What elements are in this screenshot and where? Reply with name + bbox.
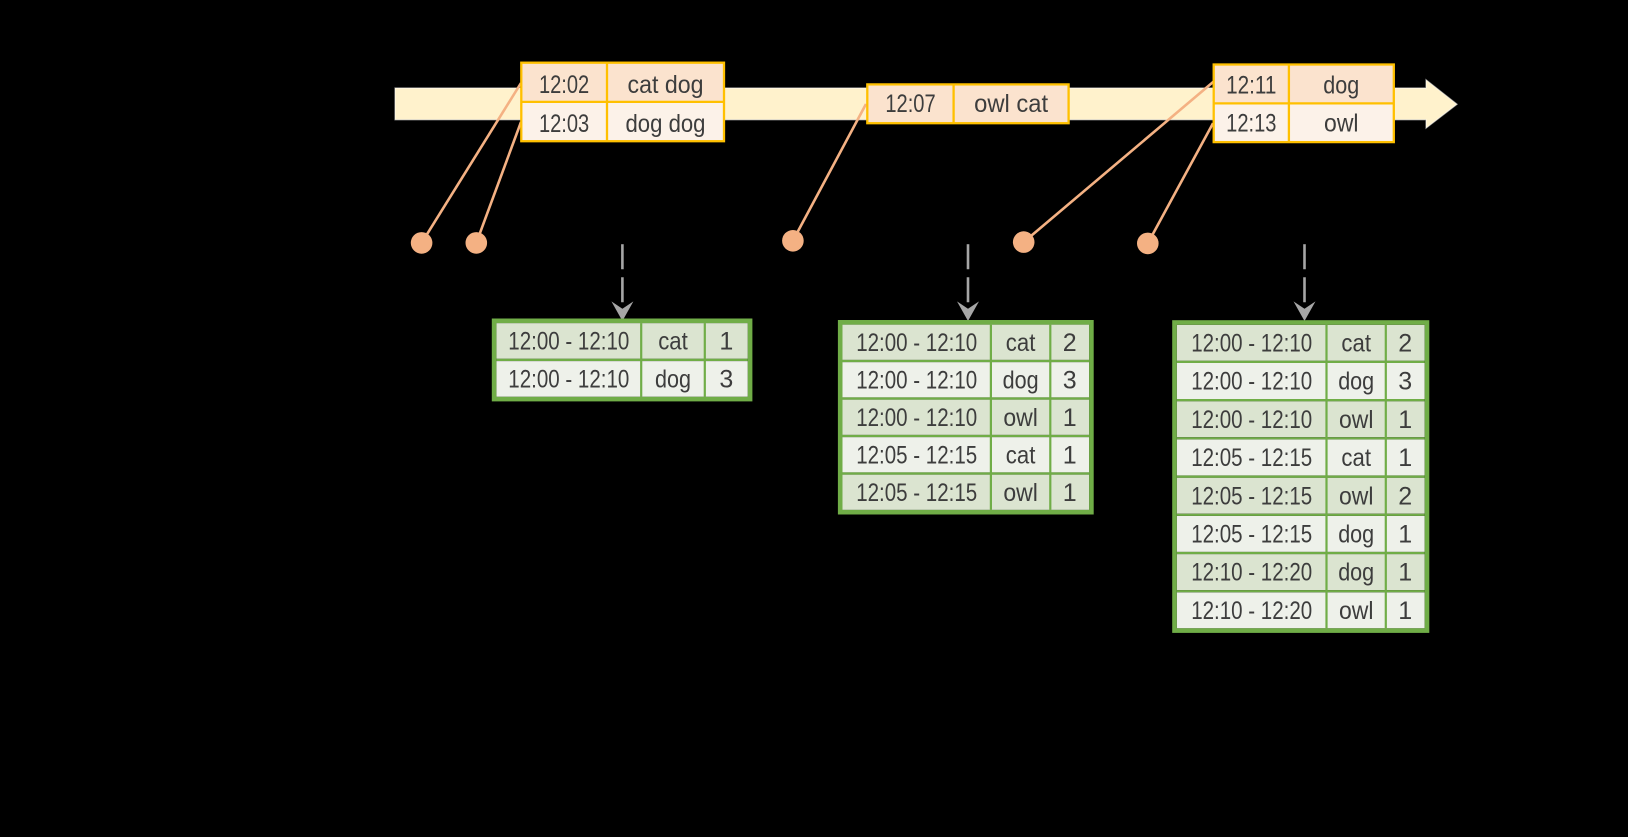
svg-text:12:00 - 12:10: 12:00 - 12:10 [508,366,629,394]
svg-text:2: 2 [1398,482,1412,510]
svg-text:dog: dog [1338,559,1374,587]
svg-text:12:05 - 12:15: 12:05 - 12:15 [1191,482,1312,510]
svg-text:12:11: 12:11 [1226,72,1276,100]
svg-text:12:03: 12:03 [539,110,589,138]
svg-text:1: 1 [1398,444,1412,472]
svg-text:1: 1 [1063,441,1077,469]
svg-text:12:00 - 12:10: 12:00 - 12:10 [1191,368,1312,396]
svg-text:12:10 - 12:20: 12:10 - 12:20 [1191,597,1312,625]
svg-text:1: 1 [1063,404,1077,432]
svg-text:1: 1 [1398,559,1412,587]
svg-text:12:00 - 12:10: 12:00 - 12:10 [856,366,977,394]
svg-text:cat dog: cat dog [628,71,704,99]
svg-text:owl: owl [1003,404,1038,432]
svg-text:dog: dog [655,366,691,394]
svg-text:3: 3 [719,366,733,394]
svg-text:dog: dog [1003,366,1039,394]
svg-text:cat: cat [1341,444,1371,472]
svg-text:12:13: 12:13 [1226,110,1276,138]
svg-text:12:00 - 12:10: 12:00 - 12:10 [1191,406,1312,434]
svg-text:12:00 - 12:10: 12:00 - 12:10 [508,328,629,356]
svg-text:3: 3 [1398,368,1412,396]
svg-text:cat: cat [1006,329,1036,357]
svg-text:12:05 - 12:15: 12:05 - 12:15 [1191,521,1312,549]
svg-text:owl: owl [1003,479,1038,507]
svg-text:12:00 - 12:10: 12:00 - 12:10 [856,329,977,357]
svg-text:cat: cat [1006,441,1036,469]
svg-text:12:05 - 12:15: 12:05 - 12:15 [1191,444,1312,472]
svg-text:12:05 - 12:15: 12:05 - 12:15 [856,479,977,507]
svg-text:12:10 - 12:20: 12:10 - 12:20 [1191,559,1312,587]
svg-text:owl: owl [1324,110,1359,138]
svg-text:1: 1 [719,328,733,356]
svg-text:owl: owl [1339,406,1374,434]
svg-text:owl cat: owl cat [974,90,1048,118]
svg-text:2: 2 [1398,329,1412,357]
svg-text:12:07: 12:07 [885,90,935,118]
svg-text:dog: dog [1338,521,1374,549]
svg-text:1: 1 [1398,521,1412,549]
svg-text:1: 1 [1398,597,1412,625]
svg-text:12:02: 12:02 [539,71,589,99]
svg-text:1: 1 [1063,479,1077,507]
svg-text:1: 1 [1398,406,1412,434]
svg-text:2: 2 [1063,329,1077,357]
svg-text:12:00 - 12:10: 12:00 - 12:10 [1191,329,1312,357]
svg-text:dog: dog [1338,368,1374,396]
svg-text:owl: owl [1339,482,1374,510]
svg-text:3: 3 [1063,366,1077,394]
svg-text:dog dog: dog dog [626,110,706,138]
svg-text:cat: cat [1341,329,1371,357]
svg-text:dog: dog [1323,72,1359,100]
svg-text:cat: cat [658,328,688,356]
svg-text:12:00 - 12:10: 12:00 - 12:10 [856,404,977,432]
svg-text:owl: owl [1339,597,1374,625]
svg-text:12:05 - 12:15: 12:05 - 12:15 [856,441,977,469]
